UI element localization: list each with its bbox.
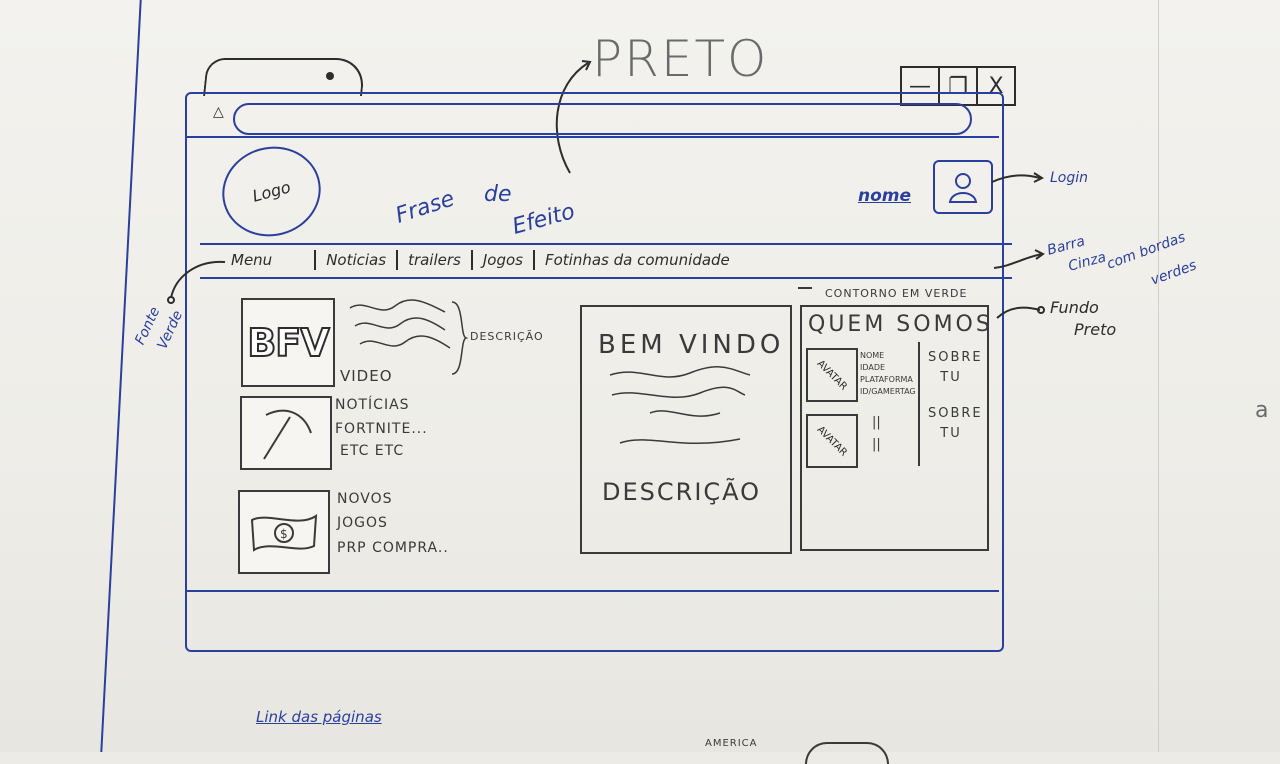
- nav-item-fotinhas[interactable]: Fotinhas da comunidade: [544, 251, 730, 269]
- footer-divider: [187, 590, 999, 592]
- about-panel: [800, 305, 989, 551]
- news-thumbnail[interactable]: [240, 396, 332, 470]
- slogan-word-2: de: [484, 182, 512, 207]
- svg-text:$: $: [280, 527, 288, 541]
- background-note-arrow: [996, 306, 1045, 319]
- games-thumbnail[interactable]: $: [238, 490, 330, 574]
- nav-item-menu[interactable]: Menu: [231, 251, 273, 269]
- nav-separator: [470, 250, 473, 270]
- login-button[interactable]: [933, 160, 993, 214]
- logo-label: Logo: [250, 177, 293, 206]
- welcome-desc: DESCRIÇÃO: [602, 478, 762, 506]
- title-arrow: [555, 60, 592, 174]
- money-icon: $: [250, 514, 318, 552]
- contour-dash: [798, 287, 812, 289]
- tab-dot: [326, 72, 334, 80]
- member-info: || ||: [872, 412, 881, 456]
- board-edge: [1158, 0, 1159, 752]
- header-divider: [187, 136, 999, 138]
- nav-bottom-line: [200, 277, 1012, 279]
- nav-item-noticias[interactable]: Noticias: [326, 251, 387, 269]
- lock-icon: △: [213, 104, 224, 120]
- nav-separator: [532, 250, 535, 270]
- user-name[interactable]: nome: [858, 186, 912, 206]
- login-arrow: [991, 172, 1045, 183]
- welcome-title: BEM VINDO: [598, 330, 785, 360]
- games-line-3: PRP COMPRA..: [337, 540, 449, 556]
- contour-note: CONTORNO EM VERDE: [825, 287, 968, 300]
- games-line-2: JOGOS: [337, 515, 388, 531]
- about-divider: [918, 342, 920, 466]
- bottom-scribble: [805, 742, 889, 764]
- avatar-label: AVATAR: [814, 423, 850, 459]
- font-note-arrow: [167, 260, 226, 304]
- background-note-1: Fundo: [1050, 298, 1099, 317]
- address-bar[interactable]: [233, 103, 972, 135]
- nav-item-trailers[interactable]: trailers: [408, 251, 461, 269]
- about-title: QUEM SOMOS: [808, 312, 993, 337]
- avatar[interactable]: AVATAR: [806, 414, 858, 468]
- news-line-1: NOTÍCIAS: [335, 397, 410, 413]
- member-platform: PLATAFORMA: [860, 375, 913, 384]
- avatar-label: AVATAR: [814, 357, 850, 393]
- background-note-2: Preto: [1074, 320, 1117, 339]
- news-line-2: FORTNITE...: [335, 421, 428, 437]
- member-gamertag: ID/GAMERTAG: [860, 387, 916, 396]
- pickaxe-icon: [263, 409, 312, 460]
- browser-window: [185, 92, 1004, 652]
- color-note-title: PRETO: [592, 30, 769, 88]
- welcome-waves: [609, 366, 751, 445]
- news-line-3: ETC ETC: [340, 443, 405, 459]
- bottom-text: AMERICA: [705, 738, 758, 749]
- member-ditto-2: ||: [872, 437, 881, 452]
- member-name: NOME: [860, 351, 885, 360]
- browser-tab[interactable]: [203, 58, 366, 96]
- video-waves: [349, 299, 451, 349]
- nav-bar: Menu Noticias trailers Jogos Fotinhas da…: [225, 250, 736, 270]
- desc-brace: [451, 301, 469, 375]
- member-ditto-1: ||: [872, 415, 881, 430]
- bfv-logo-text: BFV: [246, 320, 330, 366]
- nav-top-line: [200, 243, 1012, 245]
- member-info: NOME IDADE PLATAFORMA ID/GAMERTAG: [860, 350, 916, 398]
- member-age: IDADE: [860, 363, 886, 372]
- user-icon: [948, 173, 978, 203]
- avatar[interactable]: AVATAR: [806, 348, 858, 402]
- nav-separator: [396, 250, 399, 270]
- footer-link-note: Link das páginas: [256, 708, 382, 726]
- nav-note-arrow: [993, 249, 1045, 269]
- games-line-1: NOVOS: [337, 491, 393, 507]
- welcome-panel: [580, 305, 792, 554]
- video-desc-label: DESCRIÇÃO: [470, 330, 544, 343]
- member-about: SOBRE TU: [928, 350, 983, 385]
- video-label: VIDEO: [340, 367, 393, 385]
- nav-item-jogos[interactable]: Jogos: [482, 251, 523, 269]
- login-note: Login: [1050, 170, 1089, 186]
- member-about: SOBRE TU: [928, 406, 983, 441]
- bfv-thumbnail[interactable]: BFV: [241, 298, 335, 387]
- nav-separator: [314, 250, 317, 270]
- edge-letter: a: [1255, 398, 1269, 423]
